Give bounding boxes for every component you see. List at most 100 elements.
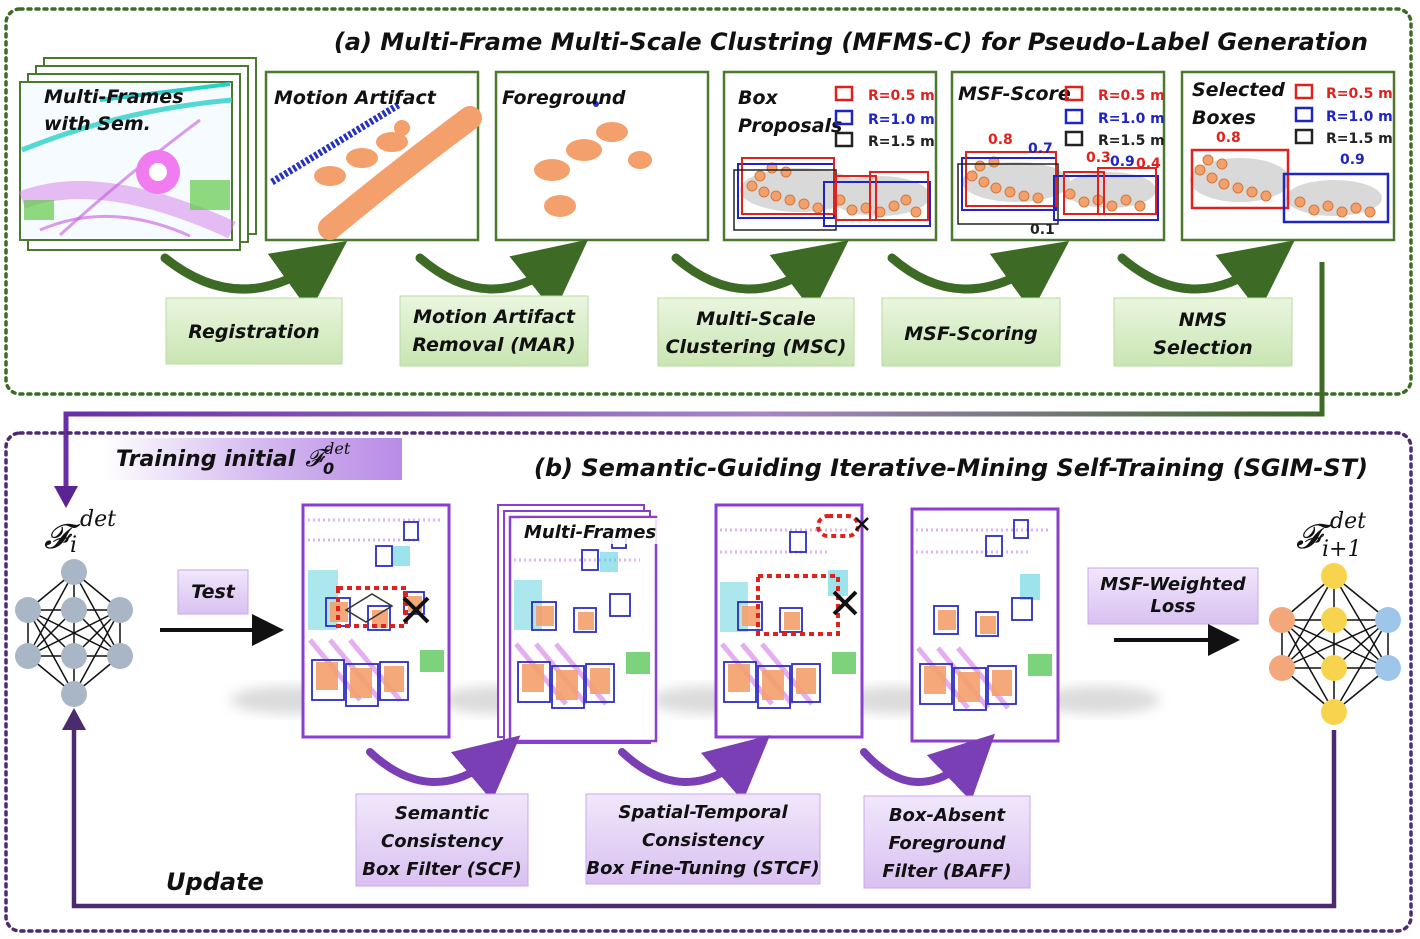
test-label: Test [191, 581, 236, 603]
lidar-scan-image [18, 82, 236, 239]
multiframes-label: Multi-Frames [524, 522, 656, 543]
frame1-label-line2: with Sem. [44, 113, 151, 135]
arrow-mar [415, 239, 589, 313]
score-0-7: 0.7 [1028, 141, 1053, 157]
legend-frame6: R=0.5 m R=1.0 m R=1.5 m [1294, 83, 1393, 147]
step-nms: NMS Selection [1113, 297, 1293, 367]
score-0-1: 0.1 [1030, 222, 1055, 238]
frame1-label-line1: Multi-Frames [44, 86, 184, 108]
legend-r15: R=1.5 m [868, 134, 935, 150]
step-nms-l2: Selection [1153, 337, 1252, 359]
detector-right-label: 𝓕 i+1 det [1296, 509, 1366, 562]
step-msc-l2: Clustering (MSC) [666, 336, 847, 358]
arrow-msc [671, 240, 849, 313]
update-arrowhead [62, 708, 86, 730]
panel-b-border [4, 431, 1413, 933]
frame6-label-line2: Boxes [1192, 107, 1256, 129]
frame4-label-line1: Box [738, 87, 779, 109]
step-registration-l1: Registration [188, 321, 319, 343]
step-baff-l1: Box-Absent [889, 805, 1007, 826]
score-0-9: 0.9 [1110, 154, 1135, 170]
legend-r05: R=0.5 m [868, 88, 935, 104]
panel-a-border [4, 7, 1413, 396]
detection-frame-1 [301, 503, 451, 739]
msf-weighted-loss-badge: MSF-Weighted Loss [1087, 567, 1259, 625]
arrow-msf [887, 241, 1070, 313]
step-stcf-l1: Spatial-Temporal [618, 802, 788, 823]
arrow-stcf [618, 734, 771, 802]
step-baff-l2: Foreground [889, 833, 1007, 854]
connector-a-to-b [63, 262, 1325, 494]
step-scf-l2: Consistency [381, 831, 504, 852]
frame3-label: Foreground [502, 87, 626, 109]
legend-r10-b: R=1.0 m [1098, 111, 1165, 127]
test-badge: Test [177, 569, 249, 615]
foreground-frame: Foreground [494, 70, 710, 242]
step-scf-l1: Semantic [395, 803, 490, 824]
update-label: Update [166, 868, 264, 896]
neural-network-right [1269, 563, 1401, 725]
legend-frame5: R=0.5 m R=1.0 m R=1.5 m [1064, 85, 1165, 149]
panel-b-title: (b) Semantic-Guiding Iterative-Mining Se… [534, 454, 1368, 482]
legend-r10: R=1.0 m [868, 112, 935, 128]
detector-left-label: 𝓕 i det [44, 507, 116, 558]
selected-boxes-frame: Selected Boxes 0.8 0.9 R=0.5 m R=1.0 m R… [1180, 70, 1396, 242]
step-stcf-l2: Consistency [642, 830, 765, 851]
legend-r15-c: R=1.5 m [1326, 131, 1393, 147]
frame6-label-line1: Selected [1192, 79, 1285, 101]
arrow-registration [160, 241, 348, 313]
step-msf-l1: MSF-Scoring [904, 323, 1038, 345]
step-stcf: Spatial-Temporal Consistency Box Fine-Tu… [585, 793, 821, 885]
step-nms-l1: NMS [1179, 309, 1228, 331]
panel-a-title: (a) Multi-Frame Multi-Scale Clustring (M… [334, 28, 1368, 56]
detection-frame-2-stack: Multi-Frames [497, 504, 660, 744]
arrow-nms [1117, 240, 1295, 313]
step-mar-l2: Removal (MAR) [412, 334, 575, 356]
legend-r05-c: R=0.5 m [1326, 86, 1393, 102]
frame5-label: MSF-Score [958, 83, 1071, 105]
loss-line2: Loss [1150, 596, 1196, 617]
legend-r15-b: R=1.5 m [1098, 133, 1165, 149]
svg-text:det: det [80, 507, 116, 532]
panel-a-flow-arrows [160, 239, 1295, 313]
multi-frames-stack: Multi-Frames with Sem. [18, 57, 257, 251]
step-baff: Box-Absent Foreground Filter (BAFF) [863, 795, 1031, 889]
frame2-label: Motion Artifact [274, 87, 437, 109]
step-mar: Motion Artifact Removal (MAR) [399, 295, 589, 367]
arrow-baff [860, 733, 996, 802]
svg-text:i+1: i+1 [1322, 537, 1361, 562]
score-0-3: 0.3 [1086, 150, 1111, 166]
msf-score-frame: MSF-Score 0.8 0.7 0.3 0.9 0.4 0.1 R=0.5 … [950, 70, 1166, 242]
neural-network-left [15, 559, 133, 707]
detection-frame-3 [714, 503, 869, 739]
update-loop [71, 724, 1337, 909]
box-proposals-frame: Box Proposals R=0.5 m R=1.0 m R=1.5 m [722, 70, 938, 242]
connector-arrowhead [54, 486, 78, 508]
motion-artifact-frame: Motion Artifact [264, 70, 482, 242]
step-scf-l3: Box Filter (SCF) [362, 859, 521, 880]
sel-score-0-9: 0.9 [1340, 152, 1365, 168]
step-scf: Semantic Consistency Box Filter (SCF) [355, 793, 529, 887]
svg-text:det: det [1330, 509, 1366, 534]
score-0-8: 0.8 [988, 132, 1013, 148]
legend-frame4: R=0.5 m R=1.0 m R=1.5 m [834, 85, 935, 150]
legend-r10-c: R=1.0 m [1326, 109, 1393, 125]
step-mar-l1: Motion Artifact [413, 306, 576, 328]
score-0-4: 0.4 [1136, 156, 1161, 172]
step-stcf-l3: Box Fine-Tuning (STCF) [586, 858, 819, 879]
frame4-label-line2: Proposals [738, 115, 842, 137]
step-baff-l3: Filter (BAFF) [882, 861, 1011, 882]
detection-frame-4 [910, 507, 1060, 743]
step-msc-l1: Multi-Scale [696, 308, 816, 330]
step-msc: Multi-Scale Clustering (MSC) [657, 297, 855, 367]
step-msf-scoring: MSF-Scoring [881, 297, 1061, 367]
step-registration: Registration [165, 297, 343, 365]
panel-b-flow-arrows [366, 733, 996, 802]
loss-line1: MSF-Weighted [1100, 574, 1247, 595]
svg-text:i: i [70, 533, 77, 558]
arrow-scf [366, 735, 521, 802]
sel-score-0-8: 0.8 [1216, 130, 1241, 146]
